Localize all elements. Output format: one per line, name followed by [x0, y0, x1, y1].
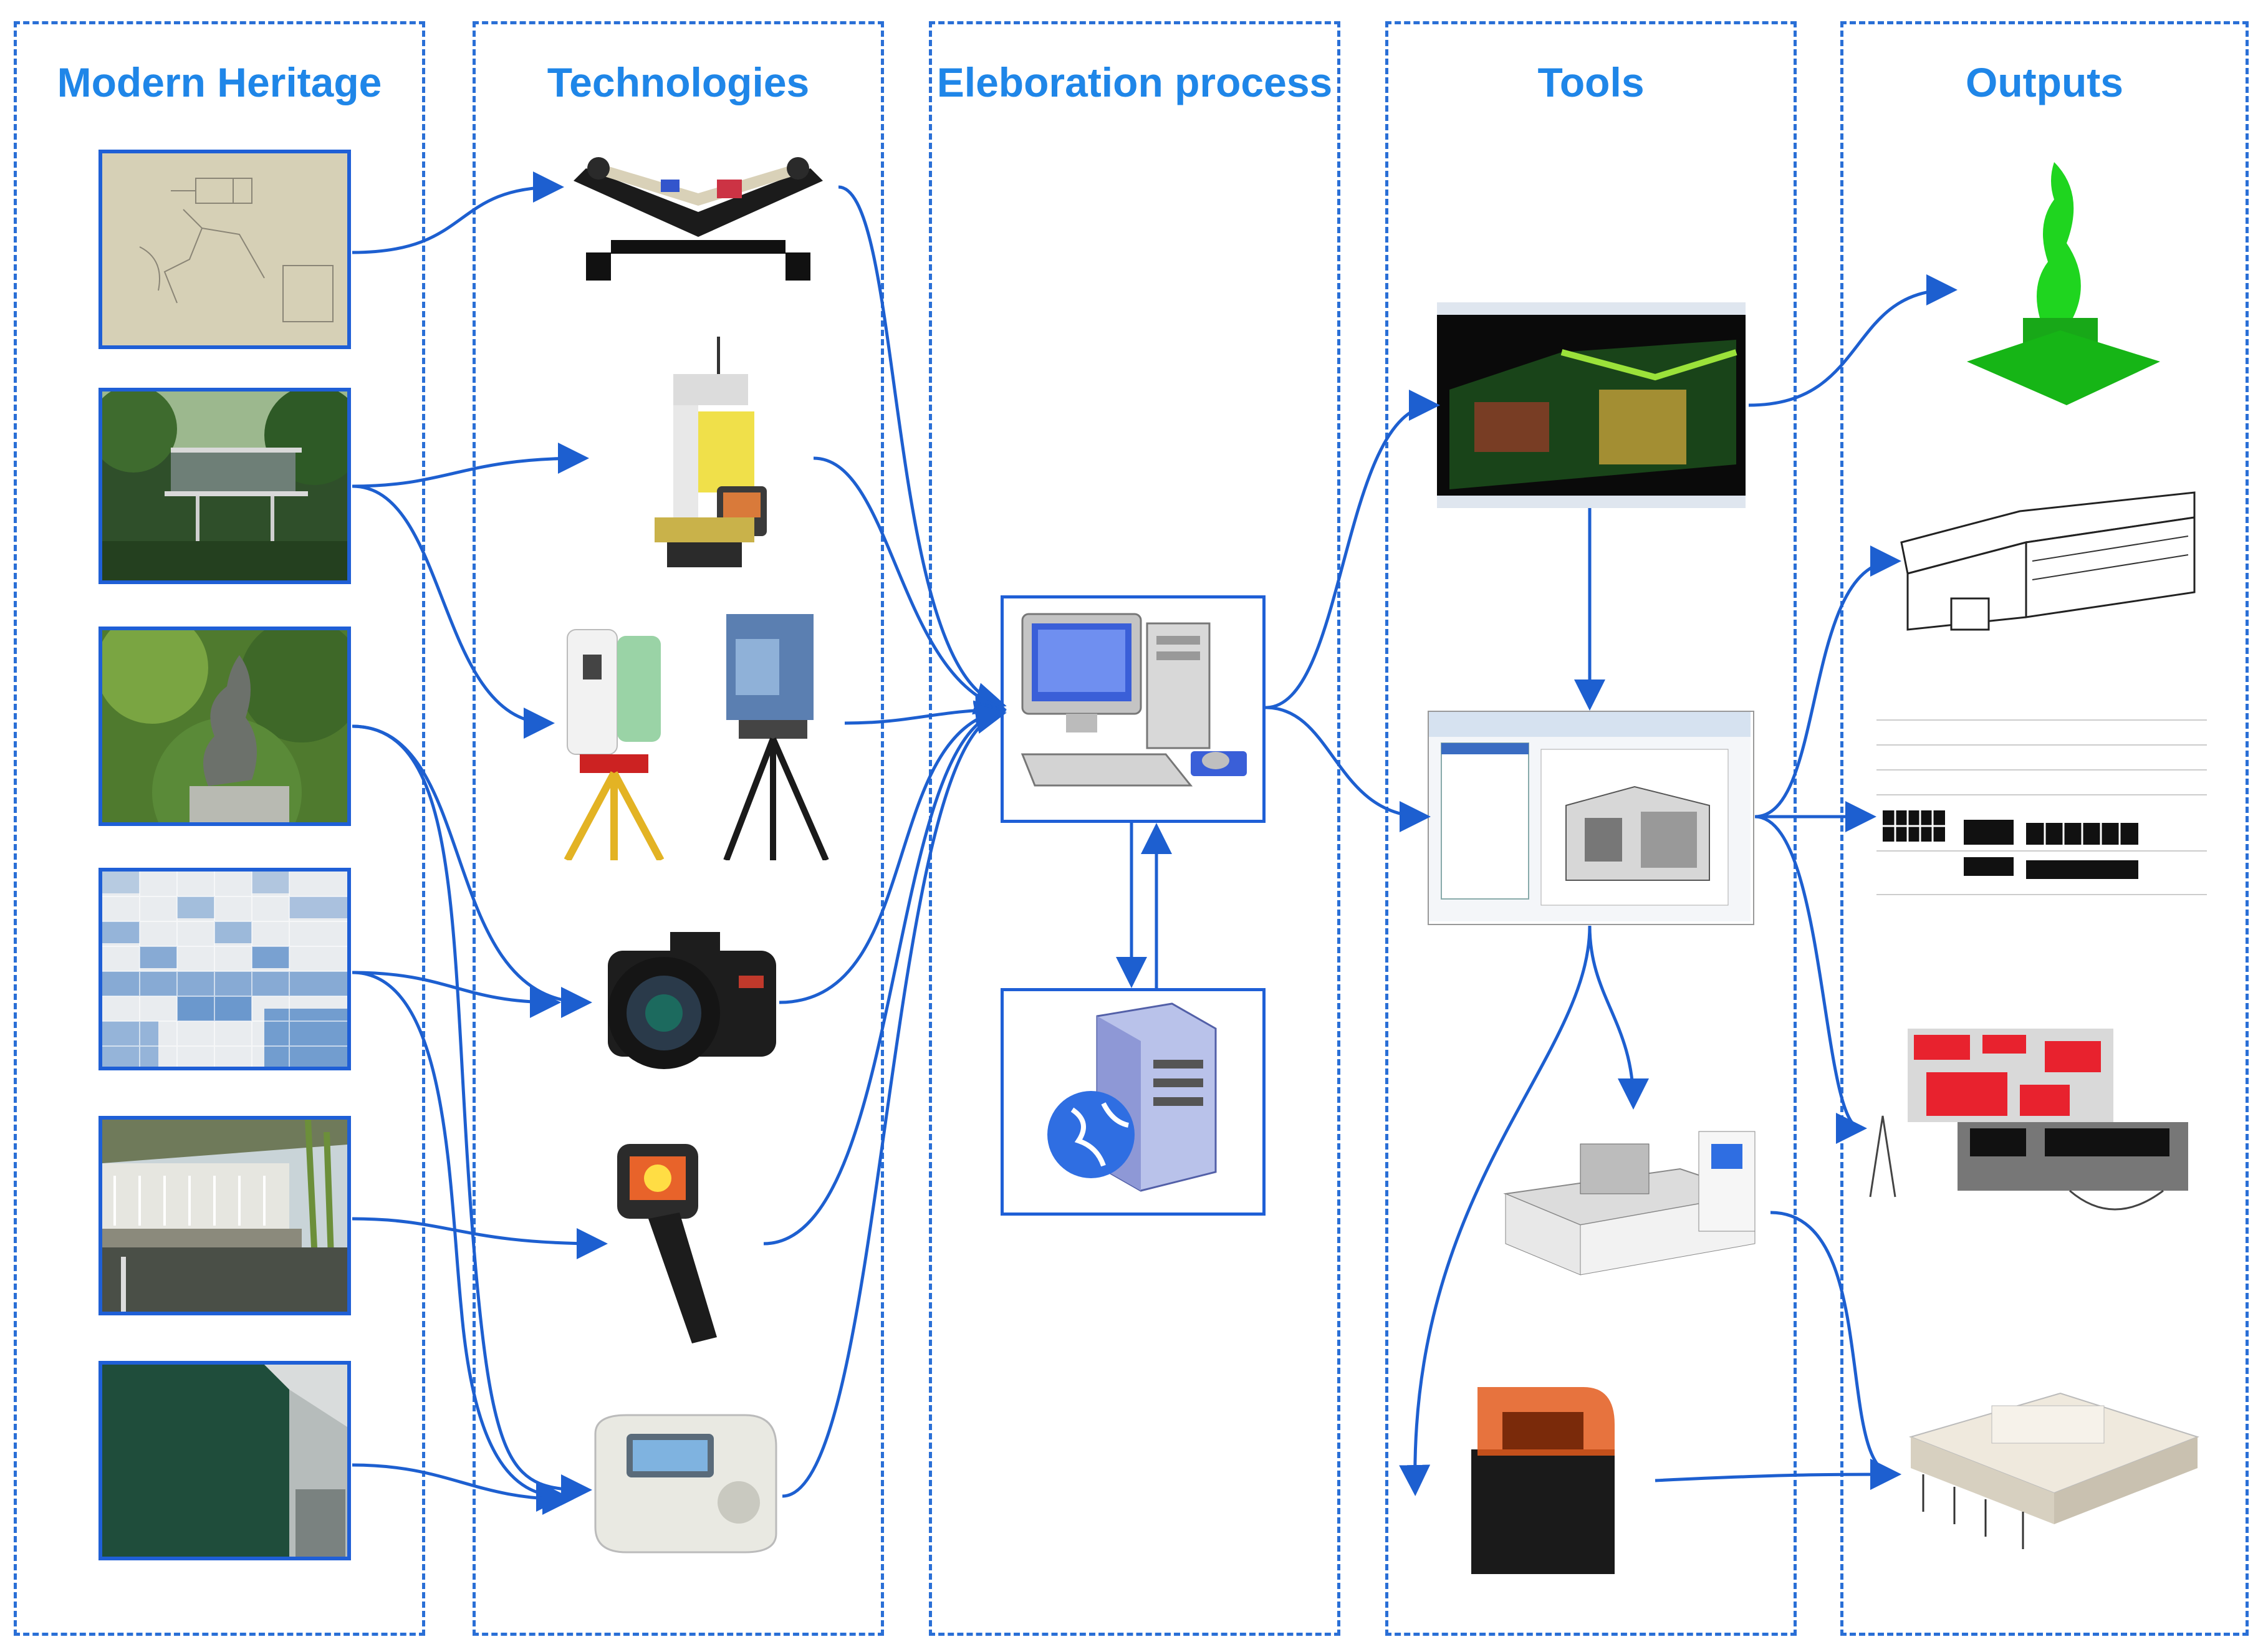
- heritage-glass-house-image: [98, 388, 351, 584]
- point-cloud-software-screenshot: [1437, 302, 1746, 508]
- column-title: Eleboration process: [936, 59, 1333, 105]
- column-title: Modern Heritage: [57, 59, 382, 105]
- camera-image: [595, 913, 776, 1082]
- column-eleboration-process: Eleboration process: [929, 21, 1340, 1636]
- laser-scanner-tripod-image: [555, 617, 680, 862]
- mapped-elevation-image: [1864, 1022, 2201, 1241]
- total-station-image: [636, 330, 773, 580]
- thermal-camera-image: [611, 1138, 736, 1350]
- desktop-computer-box: [1001, 595, 1266, 823]
- heritage-balcony-building-image: [98, 1116, 351, 1315]
- heritage-sculpture-image: [98, 627, 351, 826]
- heritage-azulejo-tiles-image: [98, 868, 351, 1070]
- heritage-green-facade-image: [98, 1361, 351, 1560]
- book-scanner-image: [561, 131, 835, 281]
- web-server-box: [1001, 988, 1266, 1216]
- 3d-printer-image: [1459, 1375, 1627, 1580]
- laser-cutter-image: [1493, 1119, 1767, 1287]
- column-title: Technologies: [547, 59, 810, 105]
- elevation-drawing-image: [1876, 708, 2207, 920]
- desktop-computer-icon: [1021, 613, 1247, 787]
- spectrophotometer-image: [589, 1409, 782, 1558]
- axonometric-drawing-image: [1895, 474, 2201, 642]
- heritage-drawing-image: [98, 150, 351, 349]
- bim-software-screenshot: [1428, 711, 1754, 925]
- laser-scanner-faro-image: [714, 608, 838, 862]
- physical-model-image: [1898, 1368, 2204, 1555]
- column-title: Outputs: [1966, 59, 2123, 105]
- web-server-icon: [1047, 1002, 1217, 1192]
- 3d-sculpture-model-image: [1961, 156, 2166, 418]
- column-title: Tools: [1537, 59, 1645, 105]
